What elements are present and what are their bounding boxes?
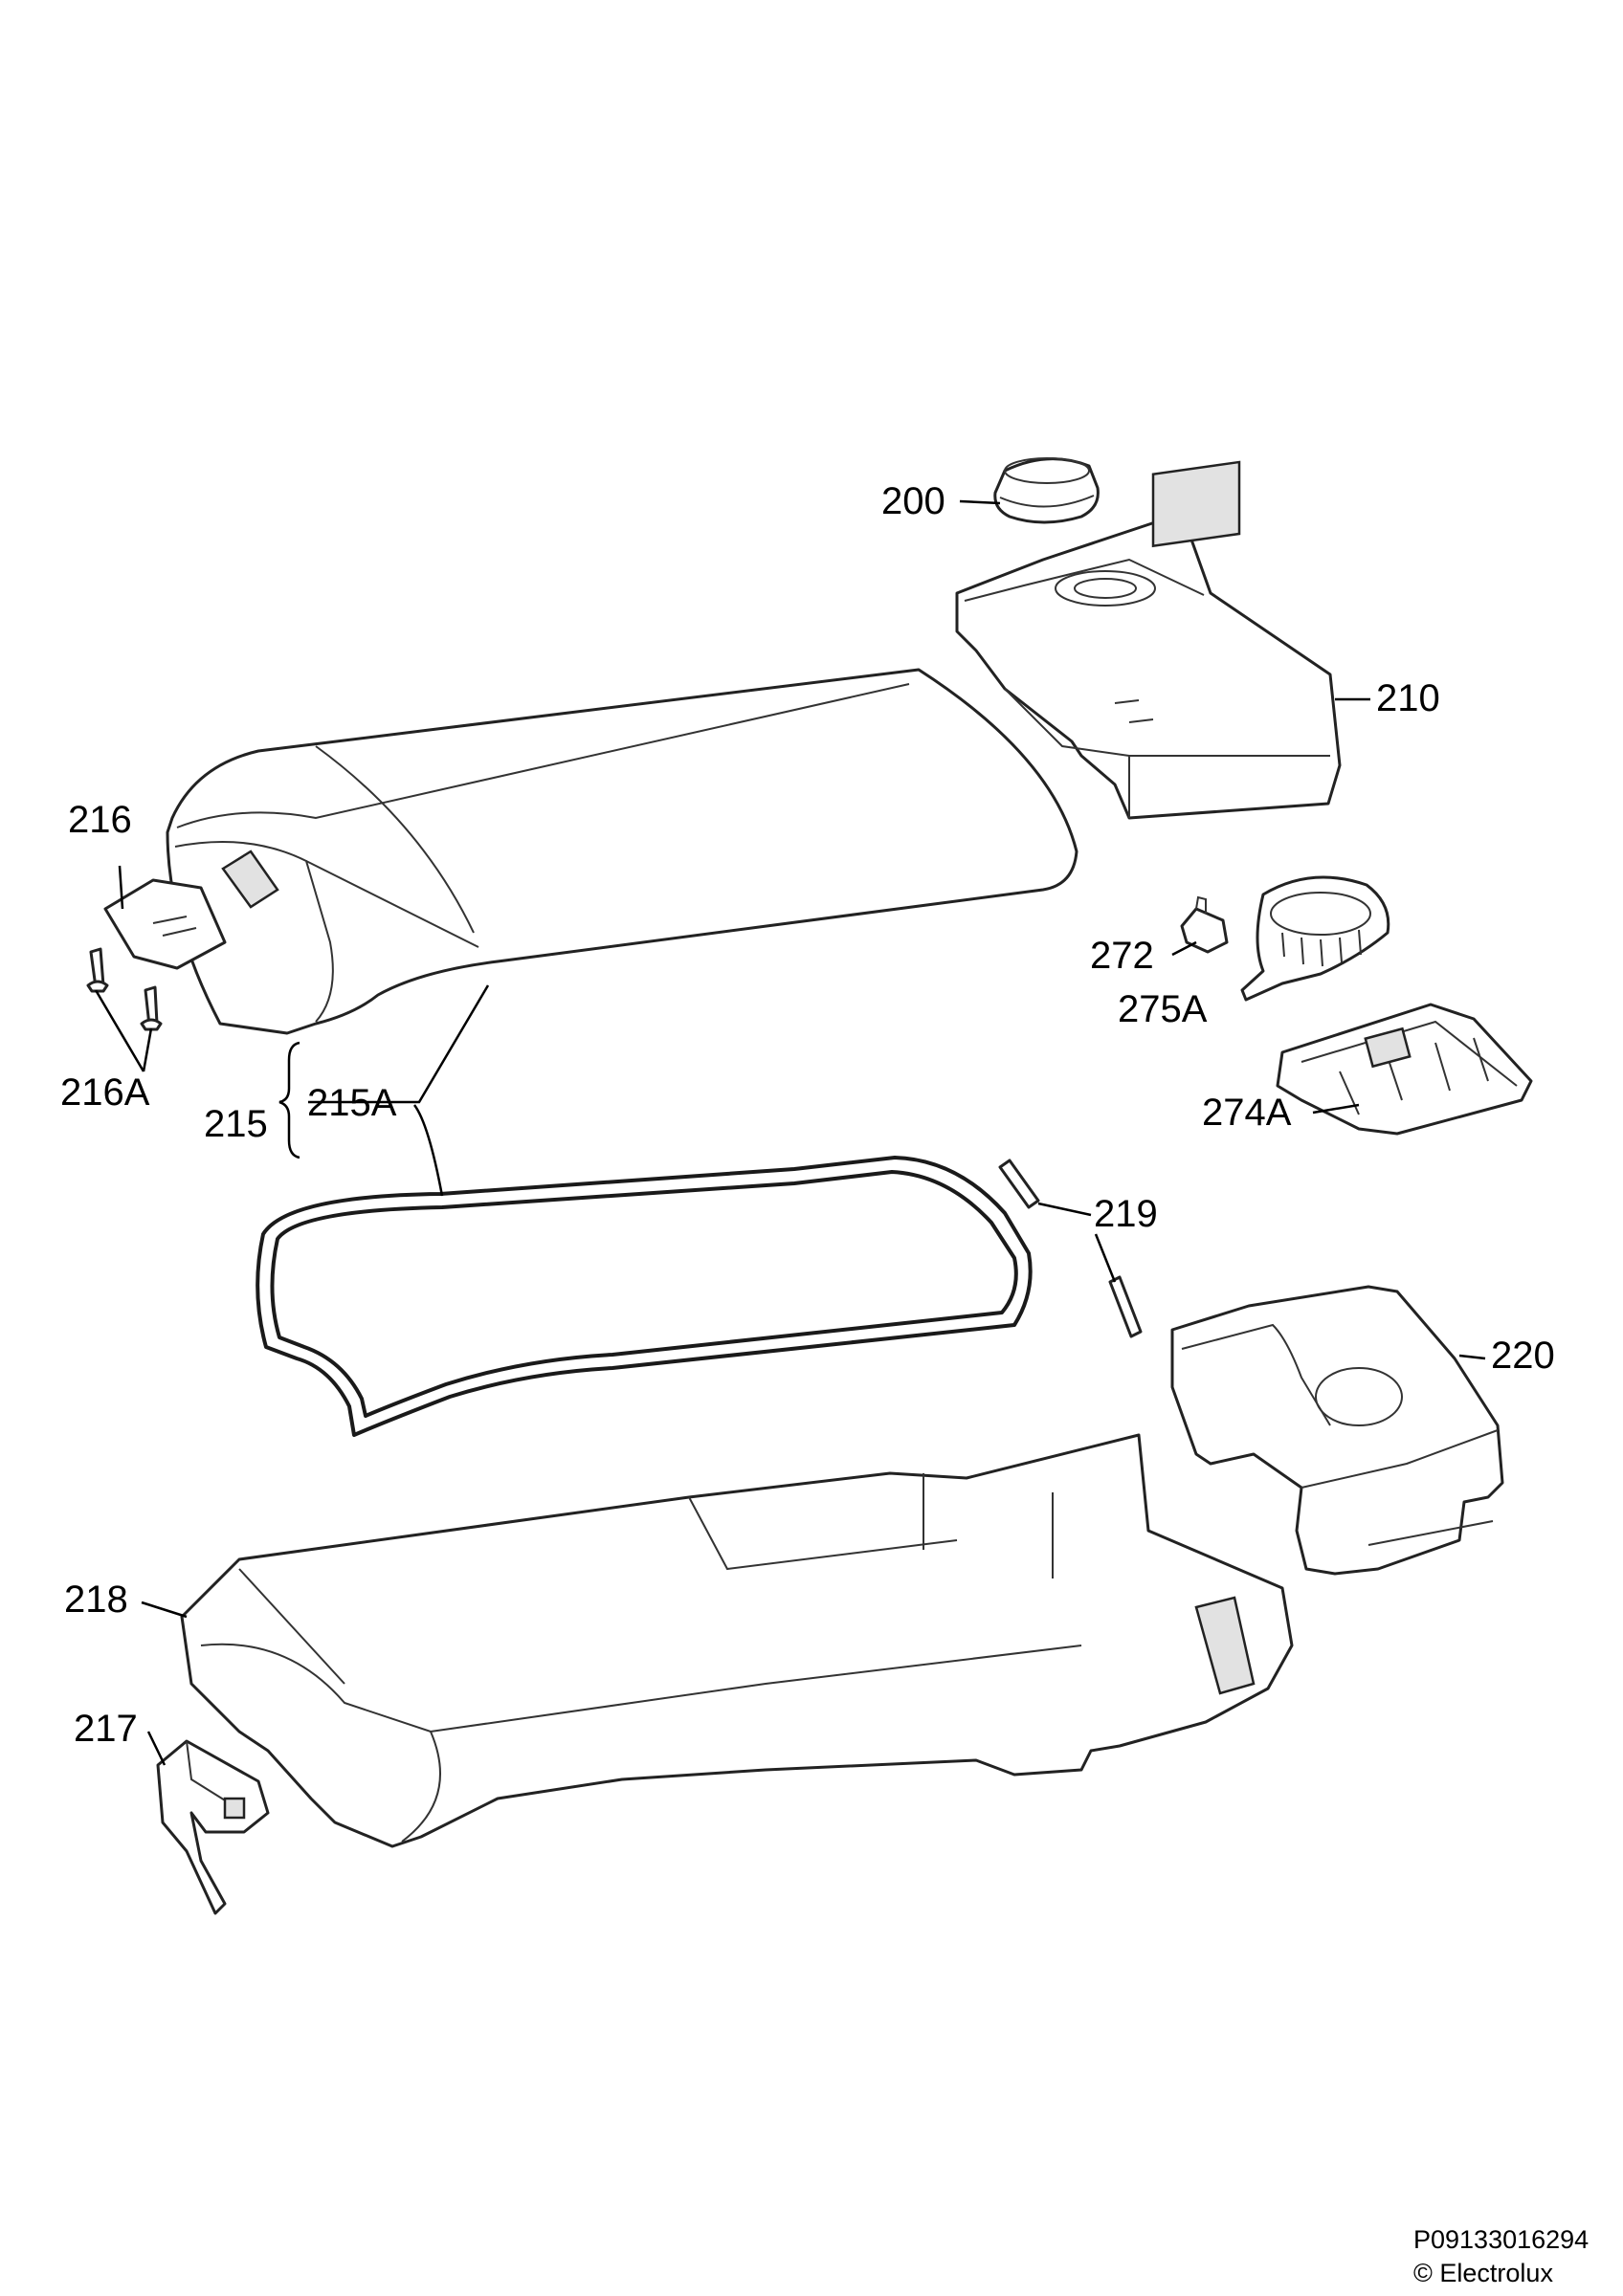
leader-215 bbox=[308, 984, 490, 1104]
leader-216A-a bbox=[94, 989, 145, 1072]
drawing-code: P09133016294 bbox=[1413, 2225, 1589, 2254]
leader-200 bbox=[959, 499, 1001, 505]
part-200-knob bbox=[993, 457, 1100, 524]
leader-217 bbox=[146, 1731, 167, 1766]
part-215-lid bbox=[166, 668, 1078, 1035]
leader-216A-b bbox=[142, 1027, 153, 1072]
leader-220 bbox=[1458, 1354, 1486, 1360]
callout-217: 217 bbox=[74, 1708, 138, 1750]
leader-272 bbox=[1171, 940, 1197, 957]
callout-272: 272 bbox=[1090, 935, 1154, 977]
callout-216: 216 bbox=[68, 799, 132, 841]
part-272-clip bbox=[1180, 895, 1229, 954]
callout-labels: 200 210 216 216A 215 215A 272 275A 274A … bbox=[60, 480, 1555, 1750]
callout-215A: 215A bbox=[307, 1082, 397, 1124]
part-217-latch bbox=[156, 1739, 270, 1915]
callout-274A: 274A bbox=[1202, 1092, 1292, 1134]
leader-274A bbox=[1312, 1103, 1360, 1115]
callout-216A: 216A bbox=[60, 1071, 150, 1114]
part-218-frame bbox=[180, 1433, 1294, 1848]
part-275A-nozzle bbox=[1240, 875, 1390, 1002]
part-274A-dispenser bbox=[1276, 1003, 1533, 1136]
callout-215: 215 bbox=[204, 1103, 268, 1145]
leader-lines bbox=[94, 499, 1486, 1766]
part-219-pins bbox=[998, 1159, 1143, 1338]
brace-215 bbox=[278, 1041, 300, 1159]
leader-219-b bbox=[1094, 1233, 1117, 1283]
copyright-notice: © Electrolux bbox=[1413, 2259, 1553, 2287]
part-216-handle-cover bbox=[103, 878, 227, 970]
callout-220: 220 bbox=[1491, 1335, 1555, 1377]
leader-216 bbox=[118, 865, 124, 910]
part-216A-screws bbox=[86, 947, 163, 1031]
callout-210: 210 bbox=[1376, 677, 1440, 719]
callout-275A: 275A bbox=[1118, 988, 1208, 1030]
part-215A-seal bbox=[256, 1156, 1033, 1437]
leader-215A bbox=[412, 1104, 444, 1197]
leader-218 bbox=[141, 1601, 188, 1619]
part-220-housing bbox=[1170, 1285, 1504, 1576]
callout-218: 218 bbox=[64, 1578, 128, 1621]
leader-219 bbox=[1037, 1202, 1092, 1217]
footer: P09133016294 © Electrolux bbox=[1413, 2225, 1589, 2287]
part-210-control-panel bbox=[955, 460, 1342, 820]
callout-200: 200 bbox=[881, 480, 945, 522]
callout-219: 219 bbox=[1094, 1193, 1158, 1235]
